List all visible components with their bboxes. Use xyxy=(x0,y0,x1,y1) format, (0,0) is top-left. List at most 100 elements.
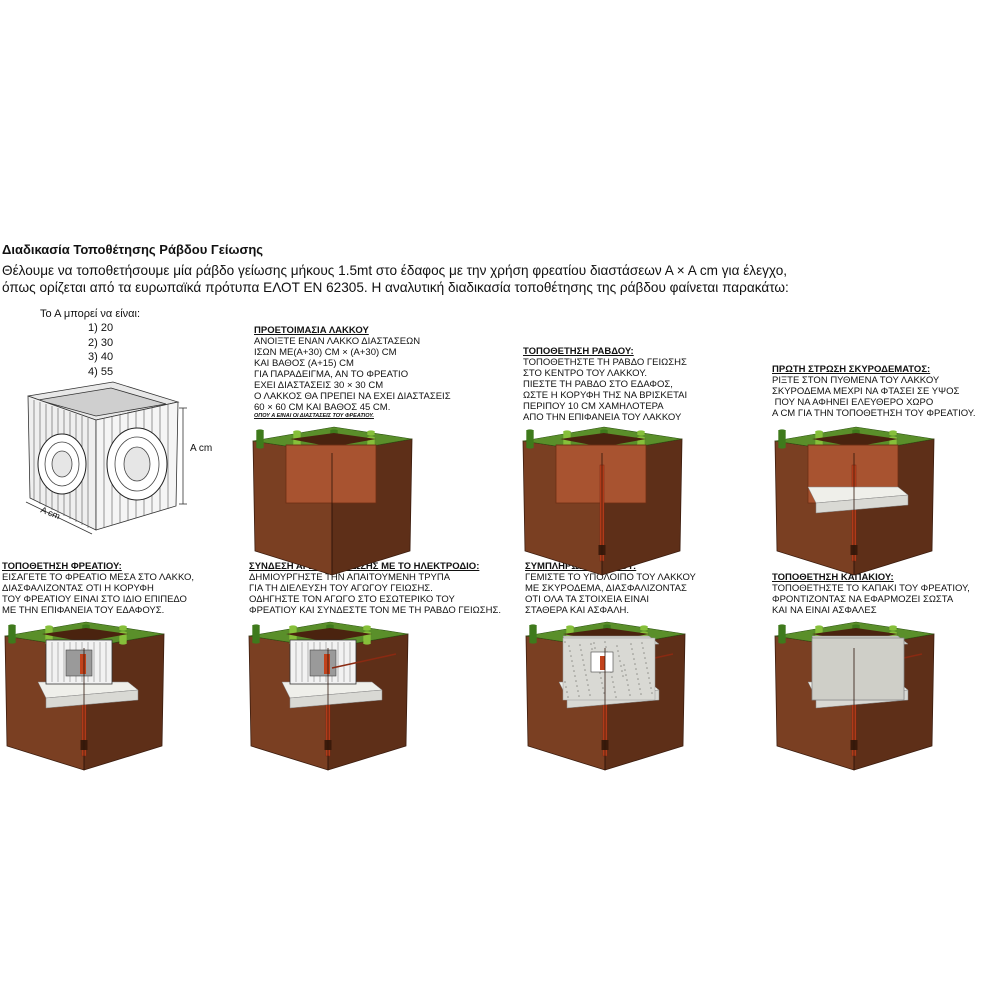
step-body: ΑΝΟΙΞΤΕ ΕΝΑΝ ΛΑΚΚΟ ΔΙΑΣΤΑΣΕΩΝ ΙΣΩΝ ΜΕ(Α+… xyxy=(254,336,451,413)
pit-illustration-step-3 xyxy=(774,426,935,576)
aggregate-speck xyxy=(605,646,607,648)
size-option: 4) 55 xyxy=(88,365,114,378)
aggregate-speck xyxy=(634,663,636,665)
manhole-inner xyxy=(65,649,93,677)
aggregate-speck xyxy=(622,675,624,677)
size-option: 3) 40 xyxy=(88,351,114,363)
grass-tuft xyxy=(529,626,537,630)
grass-tuft xyxy=(778,431,786,435)
grass-tuft xyxy=(889,430,897,434)
aggregate-speck xyxy=(627,684,629,686)
rod-head xyxy=(600,656,605,670)
grass-tuft xyxy=(526,431,534,435)
grass-tuft xyxy=(563,430,571,434)
grass-tuft xyxy=(326,624,334,628)
aggregate-speck xyxy=(571,660,573,662)
aggregate-speck xyxy=(578,695,580,697)
manhole-box-illustration: A cm A cm xyxy=(25,381,212,535)
aggregate-speck xyxy=(577,690,579,692)
manhole-inner xyxy=(309,649,337,677)
aggregate-speck xyxy=(600,677,602,679)
step-3-text: ΠΡΩΤΗ ΣΤΡΩΣΗ ΣΚΥΡΟΔΕΜΑΤΟΣ: ΡΙΞΤΕ ΣΤΟΝ ΠΥ… xyxy=(772,364,976,419)
pit-illustration-step-4 xyxy=(4,621,165,771)
aggregate-speck xyxy=(637,678,639,680)
grass-tuft xyxy=(566,625,574,629)
size-options-list: 1) 20 2) 30 3) 40 4) 55 xyxy=(88,321,113,379)
intro-text: Θέλουμε να τοποθετήσουμε μία ράβδο γείωσ… xyxy=(2,262,997,296)
aggregate-speck xyxy=(628,689,630,691)
aggregate-speck xyxy=(593,642,595,644)
step-note: ΟΠΟΥ Α ΕΙΝΑΙ ΟΙ ΔΙΑΣΤΑΣΕΙΣ ΤΟΥ ΦΡΕΑΤΙΟΥ. xyxy=(254,413,374,419)
aggregate-speck xyxy=(580,649,582,651)
aggregate-speck xyxy=(633,658,635,660)
aggregate-speck xyxy=(599,672,601,674)
grass-tuft xyxy=(82,624,90,628)
concrete-base-side xyxy=(289,689,383,709)
rod-head xyxy=(324,654,330,674)
pit-illustration-step-2 xyxy=(522,426,683,576)
aggregate-speck xyxy=(619,660,621,662)
aggregate-speck xyxy=(626,679,628,681)
intro-line-1: Θέλουμε να τοποθετήσουμε μία ράβδο γείωσ… xyxy=(2,263,788,278)
manhole-lid xyxy=(811,637,905,701)
aggregate-speck xyxy=(582,659,584,661)
aggregate-speck xyxy=(645,662,647,664)
grass-tuft xyxy=(600,429,608,433)
aggregate-speck xyxy=(639,688,641,690)
aggregate-speck xyxy=(583,664,585,666)
grass-tuft xyxy=(119,625,127,629)
concrete-base-side xyxy=(815,494,909,514)
grass-tuft xyxy=(640,625,648,629)
grass-tuft xyxy=(293,430,301,434)
pit-illustration-step-7 xyxy=(774,621,935,771)
pit-illustration-step-1 xyxy=(252,426,413,576)
aggregate-speck xyxy=(649,682,651,684)
pit-cavity xyxy=(285,444,377,504)
aggregate-speck xyxy=(620,665,622,667)
grass-tuft xyxy=(256,431,264,435)
step-7-text: ΤΟΠΟΘΕΤΗΣΗ ΚΑΠΑΚΙΟΥ: ΤΟΠΟΘΕΤΗΣΤΕ ΤΟ ΚΑΠΑ… xyxy=(772,572,970,616)
aggregate-speck xyxy=(603,692,605,694)
aggregate-speck xyxy=(602,687,604,689)
concrete-base-side xyxy=(45,689,139,709)
aggregate-speck xyxy=(611,676,613,678)
aggregate-speck xyxy=(647,672,649,674)
aggregate-speck xyxy=(588,689,590,691)
step-body: ΤΟΠΟΘΕΤΗΣΤΕ ΤΟ ΚΑΠΑΚΙ ΤΟΥ ΦΡΕΑΤΙΟΥ, ΦΡΟΝ… xyxy=(772,583,970,616)
grass-tuft xyxy=(637,430,645,434)
aggregate-speck xyxy=(581,654,583,656)
aggregate-speck xyxy=(651,692,653,694)
grass-tuft xyxy=(852,429,860,433)
aggregate-speck xyxy=(576,685,578,687)
intro-line-2: όπως ορίζεται από τα ευρωπαϊκά πρότυπα Ε… xyxy=(2,280,789,295)
aggregate-speck xyxy=(630,643,632,645)
grass-tuft xyxy=(45,625,53,629)
rod-head xyxy=(80,654,86,674)
grass-tuft xyxy=(603,624,611,628)
aggregate-speck xyxy=(650,687,652,689)
aggregate-speck xyxy=(643,652,645,654)
grass-tuft xyxy=(363,625,371,629)
grass-tuft xyxy=(852,624,860,628)
size-option: 2) 30 xyxy=(88,336,114,349)
aggregate-speck xyxy=(589,694,591,696)
pit-opening xyxy=(286,628,372,642)
step-heading: ΣΥΝΔΕΣΗ ΑΓΩΓΟΥ ΓΕΙΩΣΗΣ ΜΕ ΤΟ ΗΛΕΚΤΡΟΔΙΟ: xyxy=(249,561,480,572)
grass-tuft xyxy=(889,625,897,629)
aggregate-speck xyxy=(614,691,616,693)
grass-tuft xyxy=(330,429,338,433)
step-heading: ΠΡΩΤΗ ΣΤΡΩΣΗ ΣΚΥΡΟΔΕΜΑΤΟΣ: xyxy=(772,364,931,375)
aggregate-speck xyxy=(564,681,566,683)
aggregate-speck xyxy=(625,674,627,676)
grass-tuft xyxy=(367,430,375,434)
pit-opening xyxy=(563,628,649,642)
aggregate-speck xyxy=(570,655,572,657)
step-2-text: ΤΟΠΟΘΕΤΗΣΗ ΡΑΒΔΟΥ: ΤΟΠΟΘΕΤΗΣΤΕ ΤΗ ΡΑΒΔΟ … xyxy=(523,346,687,423)
grass-tuft xyxy=(289,625,297,629)
aggregate-speck xyxy=(636,673,638,675)
grass-tuft xyxy=(815,625,823,629)
step-heading: ΤΟΠΟΘΕΤΗΣΗ ΦΡΕΑΤΙΟΥ: xyxy=(2,561,122,572)
aggregate-speck xyxy=(575,680,577,682)
aggregate-speck xyxy=(618,655,620,657)
aggregate-speck xyxy=(585,674,587,676)
